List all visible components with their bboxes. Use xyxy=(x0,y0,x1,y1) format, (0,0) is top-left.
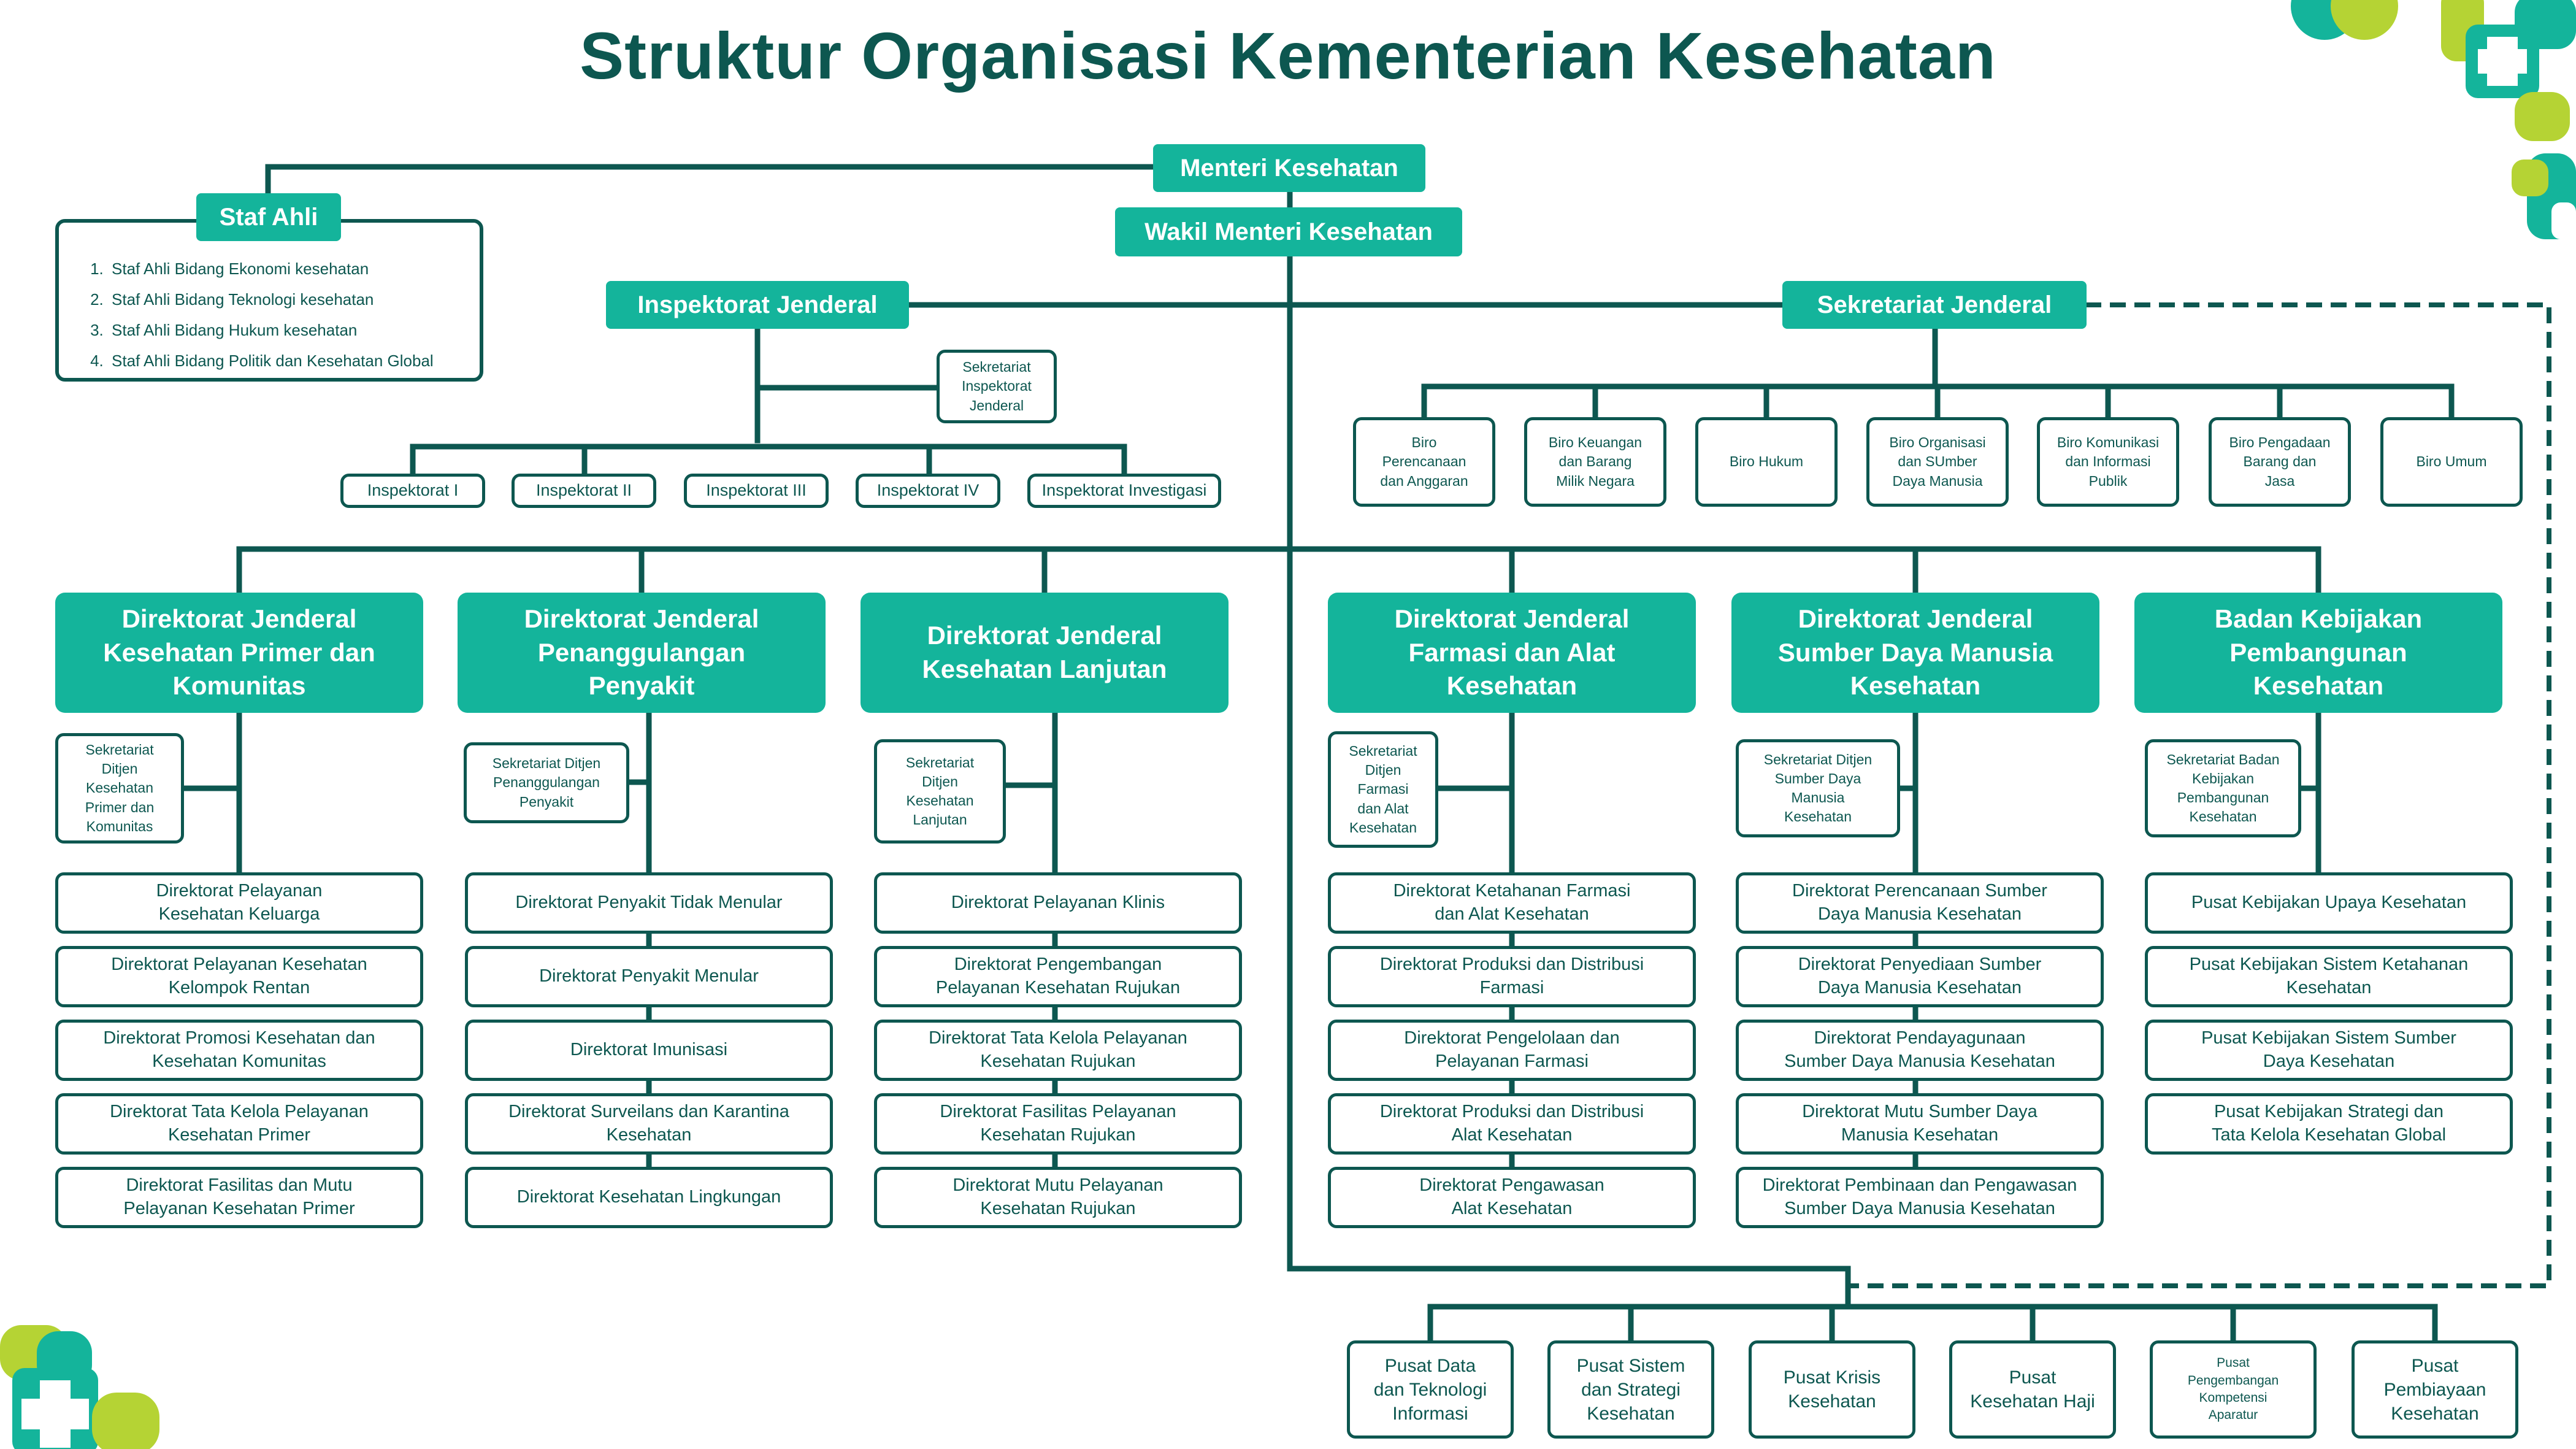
direktorat-box[interactable]: Direktorat Perencanaan Sumber Daya Manus… xyxy=(1736,872,2104,934)
direktorat-box[interactable]: Direktorat Pelayanan Kesehatan Keluarga xyxy=(55,872,423,934)
sekretariat-ditjen-box[interactable]: Sekretariat Ditjen Penanggulangan Penyak… xyxy=(464,742,629,823)
sekretariat-ditjen-box[interactable]: Sekretariat Ditjen Sumber Daya Manusia K… xyxy=(1736,739,1900,837)
corner-decoration-bottom-left xyxy=(0,1325,159,1449)
inspektorat-unit-box[interactable]: Inspektorat II xyxy=(512,474,656,508)
biro-box[interactable]: Biro Komunikasi dan Informasi Publik xyxy=(2037,417,2179,507)
direktorat-jenderal-box[interactable]: Direktorat Jenderal Sumber Daya Manusia … xyxy=(1731,593,2099,713)
sekretariat-badan-box[interactable]: Sekretariat Badan Kebijakan Pembangunan … xyxy=(2145,739,2301,837)
pusat-kebijakan-box[interactable]: Pusat Kebijakan Upaya Kesehatan xyxy=(2145,872,2513,934)
direktorat-jenderal-box[interactable]: Direktorat Jenderal Penanggulangan Penya… xyxy=(458,593,826,713)
badan-kebijakan-box[interactable]: Badan Kebijakan Pembangunan Kesehatan xyxy=(2134,593,2502,713)
inspektorat-unit-box[interactable]: Inspektorat IV xyxy=(856,474,1000,508)
pusat-box[interactable]: Pusat Sistem dan Strategi Kesehatan xyxy=(1547,1340,1714,1439)
sekretariat-ditjen-box[interactable]: Sekretariat Ditjen Kesehatan Primer dan … xyxy=(55,733,184,844)
menteri-box[interactable]: Menteri Kesehatan xyxy=(1153,144,1425,192)
pusat-box[interactable]: Pusat Pembiayaan Kesehatan xyxy=(2352,1340,2518,1439)
direktorat-box[interactable]: Direktorat Pengembangan Pelayanan Keseha… xyxy=(874,946,1242,1007)
pusat-kebijakan-box[interactable]: Pusat Kebijakan Sistem Ketahanan Kesehat… xyxy=(2145,946,2513,1007)
pusat-box[interactable]: Pusat Kesehatan Haji xyxy=(1949,1340,2116,1439)
biro-box[interactable]: Biro Organisasi dan SUmber Daya Manusia xyxy=(1866,417,2009,507)
direktorat-box[interactable]: Direktorat Tata Kelola Pelayanan Kesehat… xyxy=(55,1093,423,1155)
direktorat-box[interactable]: Direktorat Pelayanan Kesehatan Kelompok … xyxy=(55,946,423,1007)
direktorat-box[interactable]: Direktorat Penyakit Tidak Menular xyxy=(465,872,833,934)
pusat-kebijakan-box[interactable]: Pusat Kebijakan Strategi dan Tata Kelola… xyxy=(2145,1093,2513,1155)
staf-ahli-title[interactable]: Staf Ahli xyxy=(196,193,341,241)
wakil-menteri-box[interactable]: Wakil Menteri Kesehatan xyxy=(1115,207,1462,256)
logo-flower-icon xyxy=(2291,0,2576,239)
direktorat-box[interactable]: Direktorat Fasilitas dan Mutu Pelayanan … xyxy=(55,1167,423,1228)
biro-box[interactable]: Biro Hukum xyxy=(1695,417,1838,507)
biro-box[interactable]: Biro Pengadaan Barang dan Jasa xyxy=(2209,417,2351,507)
staf-ahli-list: Staf Ahli Bidang Ekonomi kesehatan Staf … xyxy=(59,253,480,376)
inspektorat-unit-box[interactable]: Inspektorat I xyxy=(340,474,485,508)
pusat-box[interactable]: Pusat Data dan Teknologi Informasi xyxy=(1347,1340,1514,1439)
direktorat-box[interactable]: Direktorat Penyakit Menular xyxy=(465,946,833,1007)
direktorat-box[interactable]: Direktorat Pendayagunaan Sumber Daya Man… xyxy=(1736,1020,2104,1081)
sekretariat-jenderal-box[interactable]: Sekretariat Jenderal xyxy=(1782,281,2087,329)
direktorat-jenderal-box[interactable]: Direktorat Jenderal Farmasi dan Alat Kes… xyxy=(1328,593,1696,713)
pusat-box[interactable]: Pusat Krisis Kesehatan xyxy=(1749,1340,1915,1439)
direktorat-box[interactable]: Direktorat Imunisasi xyxy=(465,1020,833,1081)
sekretariat-inspektorat-box[interactable]: Sekretariat Inspektorat Jenderal xyxy=(937,350,1057,423)
direktorat-box[interactable]: Direktorat Pelayanan Klinis xyxy=(874,872,1242,934)
direktorat-box[interactable]: Direktorat Pengawasan Alat Kesehatan xyxy=(1328,1167,1696,1228)
pusat-kebijakan-box[interactable]: Pusat Kebijakan Sistem Sumber Daya Keseh… xyxy=(2145,1020,2513,1081)
direktorat-box[interactable]: Direktorat Produksi dan Distribusi Alat … xyxy=(1328,1093,1696,1155)
direktorat-box[interactable]: Direktorat Ketahanan Farmasi dan Alat Ke… xyxy=(1328,872,1696,934)
direktorat-box[interactable]: Direktorat Produksi dan Distribusi Farma… xyxy=(1328,946,1696,1007)
biro-box[interactable]: Biro Keuangan dan Barang Milik Negara xyxy=(1524,417,1666,507)
direktorat-box[interactable]: Direktorat Pengelolaan dan Pelayanan Far… xyxy=(1328,1020,1696,1081)
direktorat-box[interactable]: Direktorat Pembinaan dan Pengawasan Sumb… xyxy=(1736,1167,2104,1228)
staf-ahli-panel: Staf Ahli Bidang Ekonomi kesehatan Staf … xyxy=(55,219,483,382)
inspektorat-unit-box[interactable]: Inspektorat III xyxy=(684,474,829,508)
logo-cross-icon xyxy=(0,1325,159,1449)
biro-box[interactable]: Biro Umum xyxy=(2380,417,2523,507)
page-title: Struktur Organisasi Kementerian Kesehata… xyxy=(580,18,1996,93)
direktorat-box[interactable]: Direktorat Fasilitas Pelayanan Kesehatan… xyxy=(874,1093,1242,1155)
staf-ahli-item: Staf Ahli Bidang Teknologi kesehatan xyxy=(108,284,480,315)
direktorat-jenderal-box[interactable]: Direktorat Jenderal Kesehatan Primer dan… xyxy=(55,593,423,713)
inspektorat-jenderal-box[interactable]: Inspektorat Jenderal xyxy=(606,281,909,329)
direktorat-box[interactable]: Direktorat Kesehatan Lingkungan xyxy=(465,1167,833,1228)
corner-decoration-top-right xyxy=(2291,0,2576,239)
biro-box[interactable]: Biro Perencanaan dan Anggaran xyxy=(1353,417,1495,507)
direktorat-box[interactable]: Direktorat Tata Kelola Pelayanan Kesehat… xyxy=(874,1020,1242,1081)
pusat-box[interactable]: Pusat Pengembangan Kompetensi Aparatur xyxy=(2150,1340,2317,1439)
direktorat-box[interactable]: Direktorat Promosi Kesehatan dan Kesehat… xyxy=(55,1020,423,1081)
inspektorat-unit-box[interactable]: Inspektorat Investigasi xyxy=(1027,474,1221,508)
direktorat-box[interactable]: Direktorat Surveilans dan Karantina Kese… xyxy=(465,1093,833,1155)
staf-ahli-item: Staf Ahli Bidang Ekonomi kesehatan xyxy=(108,253,480,284)
staf-ahli-item: Staf Ahli Bidang Hukum kesehatan xyxy=(108,315,480,345)
direktorat-box[interactable]: Direktorat Penyediaan Sumber Daya Manusi… xyxy=(1736,946,2104,1007)
staf-ahli-item: Staf Ahli Bidang Politik dan Kesehatan G… xyxy=(108,345,480,376)
direktorat-box[interactable]: Direktorat Mutu Pelayanan Kesehatan Ruju… xyxy=(874,1167,1242,1228)
sekretariat-ditjen-box[interactable]: Sekretariat Ditjen Kesehatan Lanjutan xyxy=(874,739,1006,844)
direktorat-box[interactable]: Direktorat Mutu Sumber Daya Manusia Kese… xyxy=(1736,1093,2104,1155)
sekretariat-ditjen-box[interactable]: Sekretariat Ditjen Farmasi dan Alat Kese… xyxy=(1328,731,1438,848)
direktorat-jenderal-box[interactable]: Direktorat Jenderal Kesehatan Lanjutan xyxy=(861,593,1229,713)
